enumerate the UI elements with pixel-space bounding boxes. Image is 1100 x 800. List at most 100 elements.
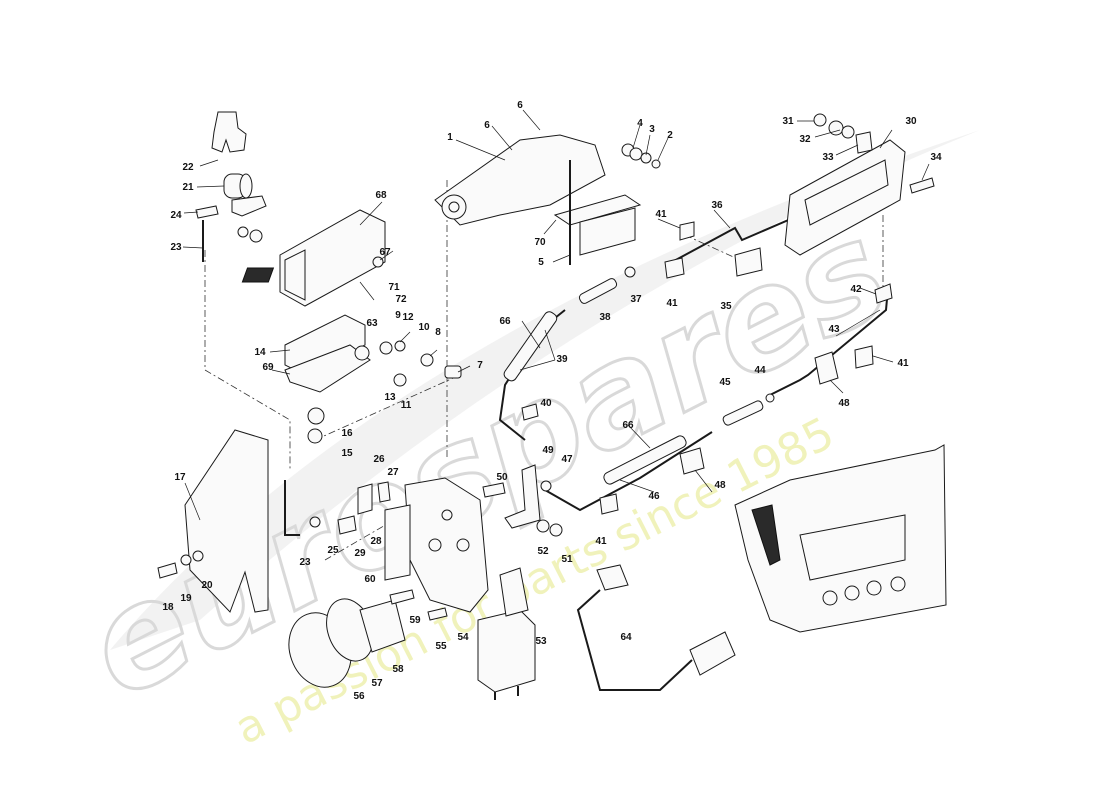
callout-label: 55 [435, 641, 447, 652]
part-washer-52 [536, 519, 550, 533]
callout-label: 66 [622, 420, 634, 431]
callout-label: 43 [828, 324, 840, 335]
callout-label: 66 [499, 316, 511, 327]
leader-line [519, 359, 556, 371]
callout-label: 19 [180, 593, 192, 604]
part-washer-19 [180, 554, 192, 566]
part-door-panel-hole [866, 580, 882, 596]
callout-label: 72 [395, 294, 407, 305]
part-handle-30-grip [804, 159, 889, 226]
part-striker-26 [357, 483, 373, 515]
leader-line [521, 320, 541, 349]
part-tube-38 [578, 278, 618, 304]
part-actuator-53-head [499, 567, 529, 617]
callout-label: 32 [799, 134, 811, 145]
part-block-68 [279, 209, 386, 307]
part-bush-21-end [239, 173, 253, 199]
callout-label: 69 [262, 362, 274, 373]
part-rod-23b [284, 480, 300, 536]
callout-label: 12 [402, 312, 414, 323]
callout-label: 68 [375, 190, 387, 201]
leader-line [835, 144, 859, 156]
leader-line [859, 287, 877, 295]
part-handle-1-eye-inner [448, 201, 460, 213]
leader-line [694, 469, 713, 493]
part-clip-47 [540, 480, 552, 492]
callout-label: 10 [418, 322, 430, 333]
callout-label: 56 [353, 691, 365, 702]
callout-label: 23 [299, 557, 311, 568]
callout-label: 52 [537, 546, 549, 557]
callout-label: 57 [371, 678, 383, 689]
part-nut [249, 229, 263, 243]
part-nut-13 [393, 373, 407, 387]
callout-label: 33 [822, 152, 834, 163]
part-clip-44 [765, 393, 775, 403]
part-bolt-7 [444, 365, 462, 379]
callout-label: 71 [388, 282, 400, 293]
callout-label: 36 [711, 200, 723, 211]
callout-label: 26 [373, 454, 385, 465]
part-clip-41 [679, 221, 695, 241]
callout-label: 11 [401, 400, 412, 411]
part-latch-hole [428, 538, 442, 552]
part-bolt-18 [157, 562, 178, 579]
leader-line [455, 139, 506, 161]
callout-label: 51 [561, 554, 573, 565]
part-door-panel-window [799, 514, 906, 581]
watermark-swoosh [110, 130, 980, 650]
callout-label: 47 [561, 454, 573, 465]
leader-lines [182, 109, 930, 521]
callout-label: 48 [714, 480, 726, 491]
part-bracket-14 [284, 314, 366, 376]
leader-line [199, 159, 219, 167]
callout-label: 39 [556, 354, 568, 365]
leader-line [457, 365, 471, 373]
part-washer-9 [379, 341, 393, 355]
leader-line [657, 137, 669, 161]
callout-label: 23 [170, 242, 182, 253]
callout-label: 6 [517, 100, 523, 111]
leader-line [544, 329, 556, 361]
part-latch-hole [456, 538, 470, 552]
part-latch-hole [441, 509, 453, 521]
part-washer-20 [192, 550, 204, 562]
part-washer-32 [828, 120, 844, 136]
callout-label: 4 [637, 118, 643, 129]
callout-label: 50 [496, 472, 508, 483]
leader-line [627, 424, 651, 449]
part-nut-31 [813, 113, 827, 127]
callout-label: 58 [392, 664, 404, 675]
callout-label: 13 [384, 392, 396, 403]
part-block-48 [814, 351, 839, 385]
leader-line [829, 379, 844, 394]
callout-label: 34 [930, 152, 942, 163]
callout-label: 18 [162, 602, 174, 613]
part-rod-46 [544, 431, 713, 512]
part-washer-16 [307, 407, 325, 425]
callout-label: 2 [667, 130, 673, 141]
part-clip-41c [599, 493, 619, 515]
leader-line [632, 124, 641, 149]
part-pad-71 [241, 267, 275, 283]
part-clip-41b [854, 345, 874, 369]
callout-label: 38 [599, 312, 611, 323]
leader-line [269, 349, 291, 353]
part-bracket-24 [231, 195, 267, 217]
callout-label: 15 [341, 448, 353, 459]
leader-line [713, 209, 731, 229]
leader-line [271, 369, 291, 375]
callout-label: 25 [327, 545, 339, 556]
callout-label: 7 [477, 360, 483, 371]
callout-label: 22 [182, 162, 194, 173]
callout-label: 6 [484, 120, 490, 131]
callout-label: 67 [379, 247, 391, 258]
part-screw-59 [389, 589, 415, 605]
leader-line [196, 185, 225, 188]
callout-label: 27 [387, 467, 399, 478]
leader-line [645, 134, 651, 156]
part-housing-58 [359, 599, 406, 653]
callout-label: 9 [395, 310, 401, 321]
